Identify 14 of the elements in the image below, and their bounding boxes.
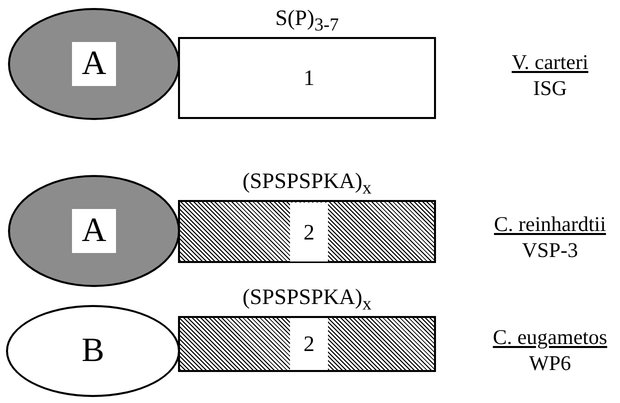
species-name: V. carteri xyxy=(512,50,588,75)
sequence-label: S(P)$_{3-7}$ xyxy=(274,5,340,36)
protein-name: ISG xyxy=(533,76,567,101)
domain-number: 2 xyxy=(290,202,328,261)
species-name: C. eugametos xyxy=(492,325,608,350)
domain-letter: A xyxy=(72,209,116,253)
domain-letter: B xyxy=(80,331,106,371)
sequence-label: (SPSPSPKA)$_{x}$ xyxy=(241,168,372,198)
domain-number: 2 xyxy=(290,318,328,370)
species-name: C. reinhardtii xyxy=(494,212,606,237)
protein-name: VSP-3 xyxy=(522,238,578,263)
sequence-label: (SPSPSPKA)$_{x}$ xyxy=(241,284,372,314)
domain-letter: A xyxy=(72,42,116,86)
protein-name: WP6 xyxy=(529,351,571,376)
